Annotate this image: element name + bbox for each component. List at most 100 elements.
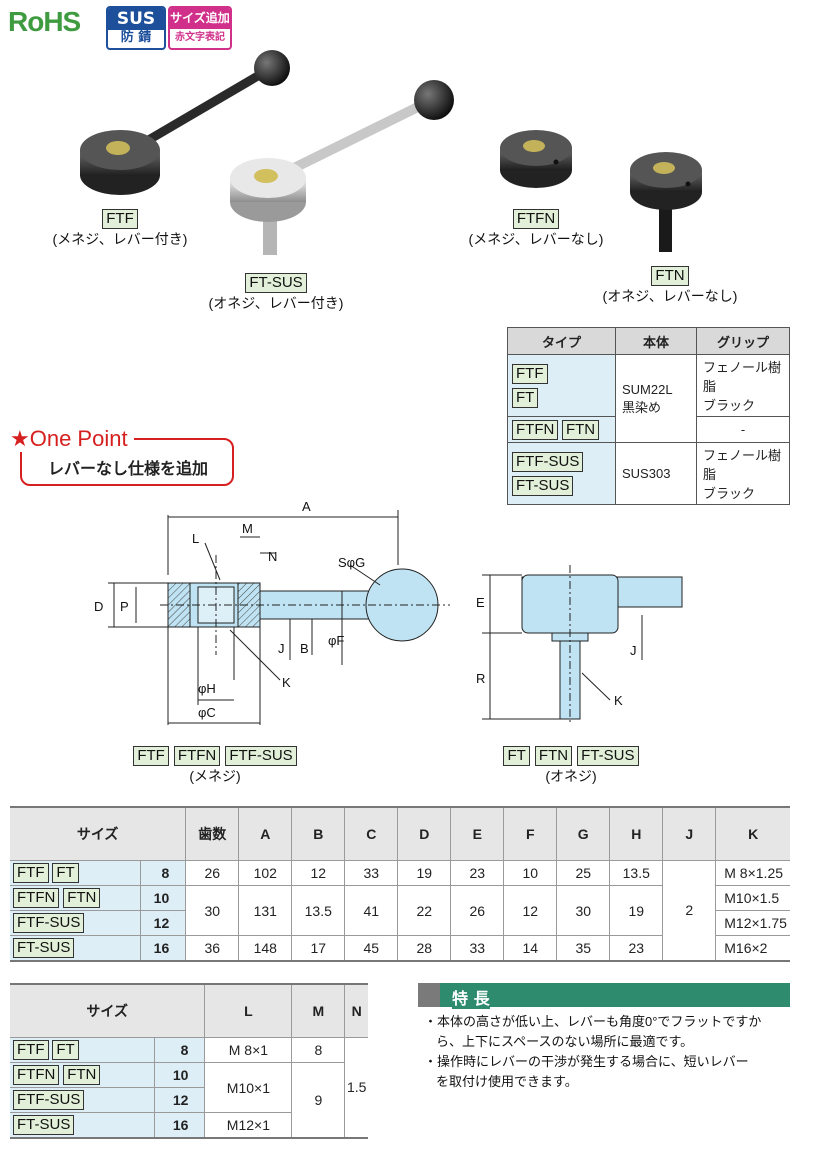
dimension-spec-table: サイズ 歯数 A B C D E F G H J K FTF FT 8 26 1…	[10, 806, 790, 962]
col-header: サイズ	[10, 984, 206, 1038]
type-tag: FTF	[102, 209, 138, 229]
type-tag: FTFN	[512, 419, 559, 440]
cell-c: 41	[344, 885, 399, 936]
male-thread-drawing: E R J K	[476, 565, 683, 725]
cell-d: 28	[397, 935, 452, 961]
dim-label-c: φC	[198, 705, 216, 720]
cell-a: 131	[238, 885, 293, 936]
cell-m: 8	[291, 1037, 346, 1063]
size-type-tags: FTF FT	[10, 1037, 156, 1063]
size-type-tags: FTF-SUS	[10, 910, 141, 936]
dim-label-sg: SφG	[338, 555, 365, 570]
feature-line: ら、上下にスペースのない場所に最適です。	[436, 1034, 694, 1049]
col-header: K	[715, 807, 790, 861]
type-tag: FT	[52, 1040, 79, 1060]
dim-label-p: P	[120, 599, 129, 614]
type-tag: FTN	[561, 419, 600, 440]
cell-n: 1.5	[344, 1037, 368, 1138]
cell-f: 10	[503, 860, 558, 886]
sus-badge: SUS 防 錆	[106, 6, 166, 50]
type-tag: FTF	[512, 363, 548, 384]
features-header: 特 長	[418, 983, 790, 1009]
dim-label-f: φF	[328, 633, 344, 648]
cell-g: 30	[556, 885, 611, 936]
size-value: 8	[140, 860, 187, 886]
body-material: SUM22L	[622, 381, 673, 397]
type-tag: FT-SUS	[577, 746, 639, 766]
type-tag: FT-SUS	[13, 937, 75, 958]
type-tag: FTF-SUS	[13, 913, 85, 933]
type-tag: FTFN	[173, 746, 221, 766]
cell-b: 17	[291, 935, 346, 961]
dim-label-k: K	[614, 693, 623, 708]
table-row: FTF-SUS 12	[10, 1087, 368, 1113]
size-value: 12	[154, 1087, 206, 1113]
cell-c: 45	[344, 935, 399, 961]
type-cell: FTF FT	[507, 354, 616, 417]
cell-k: M16×2	[715, 935, 790, 961]
body-cell: SUS303	[615, 442, 697, 505]
size-badge-bottom: 赤文字表記	[175, 32, 225, 43]
cell-a: 148	[238, 935, 293, 961]
grip-cell: -	[696, 416, 790, 443]
type-tag: FTF	[13, 863, 49, 883]
size-value: 16	[154, 1112, 206, 1138]
drawing-thread-type: (メネジ)	[189, 768, 241, 784]
product-desc: (オネジ、レバーなし)	[602, 288, 738, 304]
cell-b: 12	[291, 860, 346, 886]
type-tag: FT	[52, 863, 79, 883]
cell-teeth: 30	[185, 885, 240, 936]
col-header: D	[397, 807, 452, 861]
dim-label-j: J	[278, 641, 285, 656]
ft-sus-photo	[230, 80, 454, 255]
grip-material: フェノール樹脂	[703, 448, 782, 482]
product-desc: (メネジ、レバーなし)	[468, 231, 604, 247]
cell-l: M 8×1	[204, 1037, 293, 1063]
ftfn-photo	[500, 130, 572, 188]
cell-c: 33	[344, 860, 399, 886]
cell-k: M12×1.75	[715, 910, 790, 936]
table-row: FTF FT 8 M 8×1 8 1.5	[10, 1037, 368, 1138]
dim-label-n: N	[268, 549, 277, 564]
size-value: 10	[154, 1062, 206, 1088]
table-row: FTF-SUS 12 M12×1.75	[10, 910, 790, 936]
rohs-logo: RoHS	[8, 6, 81, 37]
product-photos	[80, 50, 702, 255]
cell-m: 9	[291, 1062, 346, 1138]
type-cell: FTFN FTN	[507, 416, 616, 443]
cell-h: 13.5	[609, 860, 664, 886]
size-added-badge: サイズ追加 赤文字表記	[168, 6, 232, 50]
female-thread-drawing: A L M N SφG D P J B φF φH φC K	[94, 499, 450, 725]
product-desc: (メネジ、レバー付き)	[52, 231, 188, 247]
cell-e: 26	[450, 885, 505, 936]
type-tag: FTFN	[512, 209, 560, 229]
col-header: 本体	[615, 327, 697, 355]
type-tag: FTF	[133, 746, 169, 766]
size-value: 8	[154, 1037, 206, 1063]
cell-k: M10×1.5	[715, 885, 790, 911]
type-tag: FTFN	[13, 888, 60, 908]
ftf-photo	[80, 50, 290, 195]
cell-e: 23	[450, 860, 505, 886]
size-value: 10	[140, 885, 187, 911]
sus-badge-top: SUS	[108, 8, 164, 30]
body-cell: SUM22L 黒染め	[615, 354, 697, 443]
size-type-tags: FTFN FTN	[10, 885, 141, 911]
cell-l: M12×1	[204, 1112, 293, 1138]
col-header: サイズ	[10, 807, 187, 861]
grip-cell: フェノール樹脂 ブラック	[696, 354, 790, 417]
col-header: タイプ	[507, 327, 616, 355]
one-point-body: レバーなし仕様を追加	[48, 461, 209, 478]
cell-b: 13.5	[291, 885, 346, 936]
grip-color: ブラック	[703, 398, 756, 413]
table-row: FT-SUS 16 M12×1	[10, 1112, 368, 1138]
col-header: B	[291, 807, 346, 861]
col-header: L	[204, 984, 293, 1038]
dim-label-e: E	[476, 595, 485, 610]
col-header: F	[503, 807, 558, 861]
grip-color: ブラック	[703, 486, 756, 501]
size-type-tags: FTF FT	[10, 860, 141, 886]
feature-line: ・本体の高さが低い上、レバーも角度0°でフラットですか	[424, 1014, 762, 1029]
features-title: 特 長	[452, 985, 490, 1009]
type-tag: FT	[503, 746, 530, 766]
